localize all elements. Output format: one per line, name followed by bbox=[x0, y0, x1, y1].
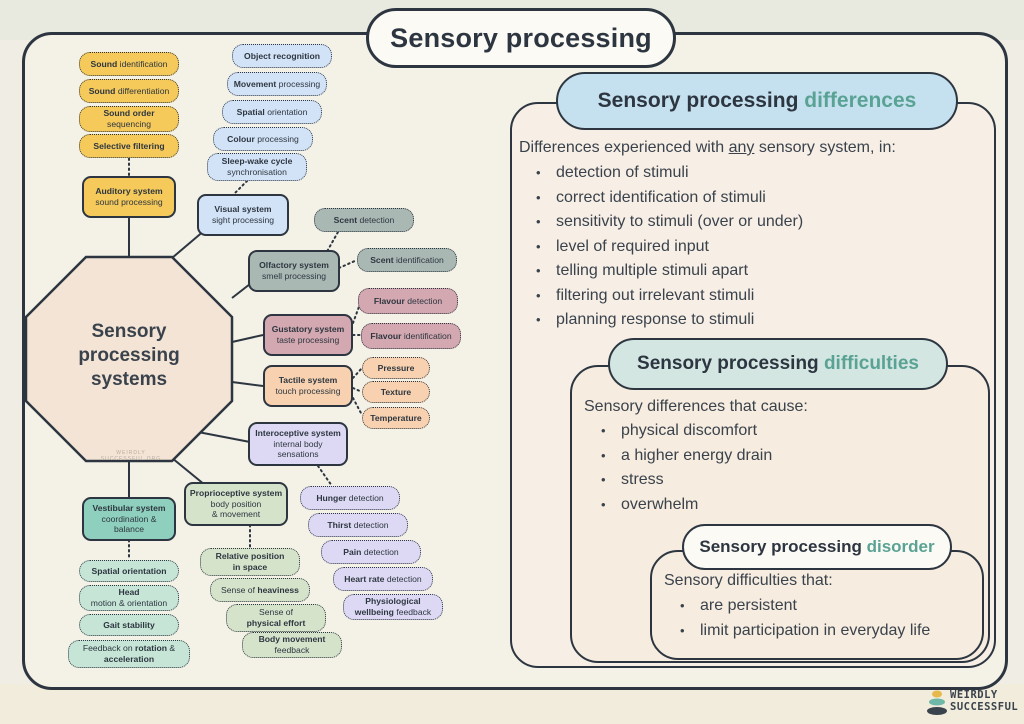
list-item: a higher energy drain bbox=[601, 444, 772, 469]
auditory-item: Sound identification bbox=[79, 52, 179, 76]
list-item: limit participation in everyday life bbox=[680, 619, 930, 644]
auditory-item: Selective filtering bbox=[79, 134, 179, 158]
gustatory-item: Flavour identification bbox=[361, 323, 461, 349]
center-watermark: WEIRDLY SUCCESSFUL.ORG bbox=[100, 450, 162, 462]
tactile-item: Pressure bbox=[362, 357, 430, 379]
list-item: telling multiple stimuli apart bbox=[536, 259, 803, 284]
proprioceptive-item: Sense of heaviness bbox=[210, 578, 310, 602]
vestibular-item: Feedback on rotation &acceleration bbox=[68, 640, 190, 668]
list-item: filtering out irrelevant stimuli bbox=[536, 284, 803, 309]
list-item: physical discomfort bbox=[601, 419, 772, 444]
interoceptive-item: Heart rate detection bbox=[333, 567, 433, 591]
difficulties-list: physical discomfort a higher energy drai… bbox=[601, 419, 772, 517]
tactile-item: Temperature bbox=[362, 407, 430, 429]
visual-item: Object recognition bbox=[232, 44, 332, 68]
logo-text-line2: SUCCESSFUL bbox=[950, 701, 1019, 713]
disorder-title: Sensory processing disorder bbox=[682, 524, 952, 570]
page-title: Sensory processing bbox=[366, 8, 676, 68]
differences-title: Sensory processing differences bbox=[556, 72, 958, 130]
interoceptive-item: Hunger detection bbox=[300, 486, 400, 510]
logo-icon bbox=[927, 690, 947, 715]
list-item: overwhelm bbox=[601, 493, 772, 518]
center-octagon bbox=[24, 255, 234, 463]
list-item: correct identification of stimuli bbox=[536, 186, 803, 211]
logo-text-line1: WEIRDLY bbox=[950, 689, 998, 701]
list-item: detection of stimuli bbox=[536, 161, 803, 186]
list-item: planning response to stimuli bbox=[536, 308, 803, 333]
list-item: stress bbox=[601, 468, 772, 493]
visual-item: Movement processing bbox=[227, 72, 327, 96]
tactile-item: Texture bbox=[362, 381, 430, 403]
visual-item: Colour processing bbox=[213, 127, 313, 151]
vestibular-item: Gait stability bbox=[79, 614, 179, 636]
gustatory-item: Flavour detection bbox=[358, 288, 458, 314]
disorder-intro: Sensory difficulties that: bbox=[664, 572, 833, 589]
interoceptive-item: Thirst detection bbox=[308, 513, 408, 537]
background-band bbox=[0, 684, 1024, 724]
olfactory-item: Scent detection bbox=[314, 208, 414, 232]
differences-intro: Differences experienced with any sensory… bbox=[519, 139, 896, 156]
list-item: level of required input bbox=[536, 235, 803, 260]
difficulties-title: Sensory processing difficulties bbox=[608, 338, 948, 390]
difficulties-intro: Sensory differences that cause: bbox=[584, 398, 808, 415]
interoceptive-item: Pain detection bbox=[321, 540, 421, 564]
olfactory-item: Scent identification bbox=[357, 248, 457, 272]
list-item: are persistent bbox=[680, 594, 930, 619]
list-item: sensitivity to stimuli (over or under) bbox=[536, 210, 803, 235]
visual-item: Spatial orientation bbox=[222, 100, 322, 124]
auditory-item: Sound differentiation bbox=[79, 79, 179, 103]
logo: WEIRDLY SUCCESSFUL bbox=[926, 688, 1022, 720]
differences-list: detection of stimuli correct identificat… bbox=[536, 161, 803, 333]
center-label: Sensory processing systems bbox=[78, 321, 180, 390]
vestibular-item: Spatial orientation bbox=[79, 560, 179, 582]
disorder-list: are persistent limit participation in ev… bbox=[680, 594, 930, 643]
